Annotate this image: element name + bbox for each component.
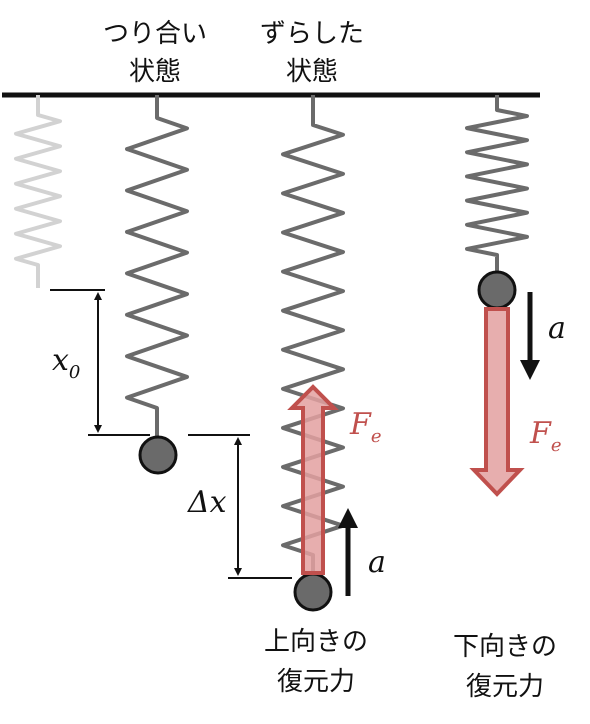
- upward-force-label: Fe: [349, 407, 381, 447]
- dx-label: Δx: [187, 485, 227, 520]
- natural-length-spring: [14, 95, 62, 288]
- downward-force-caption-line2: 復元力: [466, 672, 544, 702]
- equilibrium-mass: [138, 435, 178, 475]
- upward-force-caption-line1: 上向きの: [264, 627, 368, 657]
- downward-acceleration-label: a: [548, 311, 566, 346]
- downward-restoring-force-arrow: [469, 307, 525, 497]
- equilibrium-heading-line1: つり合い: [103, 19, 207, 49]
- displaced-spring-compressed: [465, 95, 529, 272]
- upward-restoring-force-arrow: [287, 384, 339, 575]
- displaced-spring-stretched: [281, 95, 345, 574]
- displaced-heading-line1: ずらした: [260, 19, 364, 49]
- upward-force-caption-line2: 復元力: [277, 667, 355, 697]
- displaced-mass-low: [293, 572, 333, 612]
- x0-label: x0: [52, 343, 80, 383]
- displaced-heading-line2: 状態: [286, 57, 338, 87]
- downward-force-label: Fe: [529, 416, 561, 456]
- upward-acceleration-label: a: [368, 545, 386, 580]
- downward-force-caption-line1: 下向きの: [453, 632, 557, 662]
- equilibrium-spring: [125, 95, 189, 437]
- displaced-mass-high: [477, 270, 517, 310]
- equilibrium-heading-line2: 状態: [129, 57, 181, 87]
